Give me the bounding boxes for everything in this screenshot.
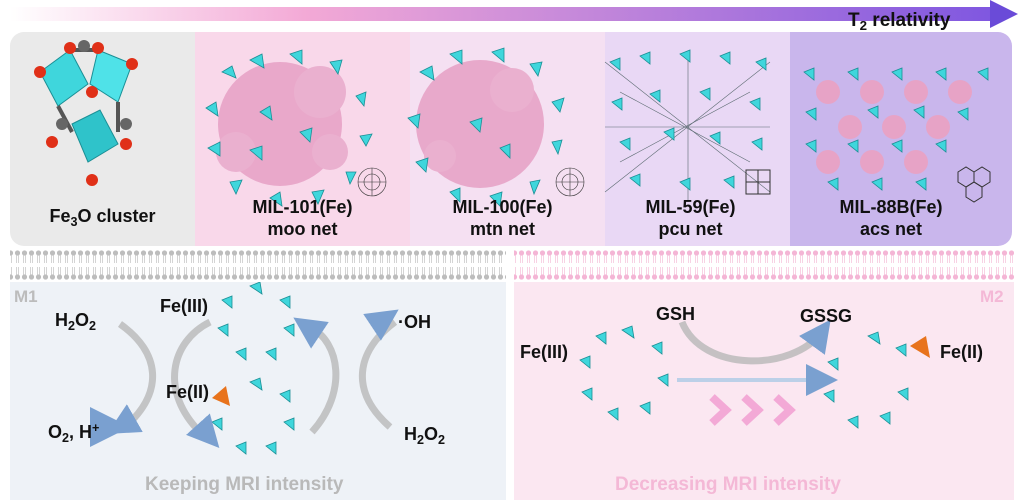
m2-gssg-label: GSSG <box>800 306 853 326</box>
m1-oh-label: ·OH <box>398 312 431 332</box>
m1-fe2-label: Fe(II) <box>166 382 209 402</box>
t2-relativity-arrow <box>10 0 1018 28</box>
m2-reaction-diagram <box>579 319 930 429</box>
m2-panel <box>514 282 1014 500</box>
fe2-ring-left-lower <box>211 377 295 455</box>
m1-caption: Keeping MRI intensity <box>145 474 344 495</box>
m1-cycle-diagram <box>107 282 399 455</box>
fe3-ring-left-upper <box>217 282 295 361</box>
structure-illustrations <box>34 40 991 207</box>
label-fe3o-cluster: Fe3O cluster <box>49 206 156 229</box>
label-mil-100: MIL-100(Fe)mtn net <box>452 197 553 239</box>
m1-fe3-label: Fe(III) <box>160 296 208 316</box>
label-mil-101: MIL-101(Fe)moo net <box>252 197 353 239</box>
m2-caption: Decreasing MRI intensity <box>615 474 841 495</box>
mil-88b-structure-icon <box>803 67 991 203</box>
m2-gsh-label: GSH <box>656 304 696 324</box>
mil-59-structure-icon <box>604 49 771 202</box>
m2-tag: M2 <box>980 287 1004 306</box>
fe2-orange-triangle-right <box>910 336 930 358</box>
m1-h2o2-left: H2O2 <box>55 310 97 333</box>
mil-100-structure-icon <box>407 47 585 207</box>
lipid-membrane <box>10 250 1014 280</box>
label-mil-88b: MIL-88B(Fe)acs net <box>839 197 943 239</box>
panel-mil-88b <box>790 32 1012 246</box>
label-mil-59: MIL-59(Fe)pcu net <box>645 197 736 239</box>
m2-fe3-label: Fe(III) <box>520 342 568 362</box>
mil-101-structure-icon <box>205 49 387 207</box>
fe2-orange-triangle <box>212 386 230 406</box>
m2-fe2-label: Fe(II) <box>940 342 983 362</box>
fe2-ring-right <box>823 331 909 429</box>
fe3o-cluster-icon <box>34 40 138 186</box>
m1-tag: M1 <box>14 287 38 306</box>
t2-relativity-label: T2 relativity <box>848 10 951 33</box>
m1-o2-label: O2, H+ <box>48 421 100 445</box>
fe3-ring-right <box>579 325 669 421</box>
m1-h2o2-right: H2O2 <box>404 424 446 447</box>
m1-panel <box>10 282 506 500</box>
